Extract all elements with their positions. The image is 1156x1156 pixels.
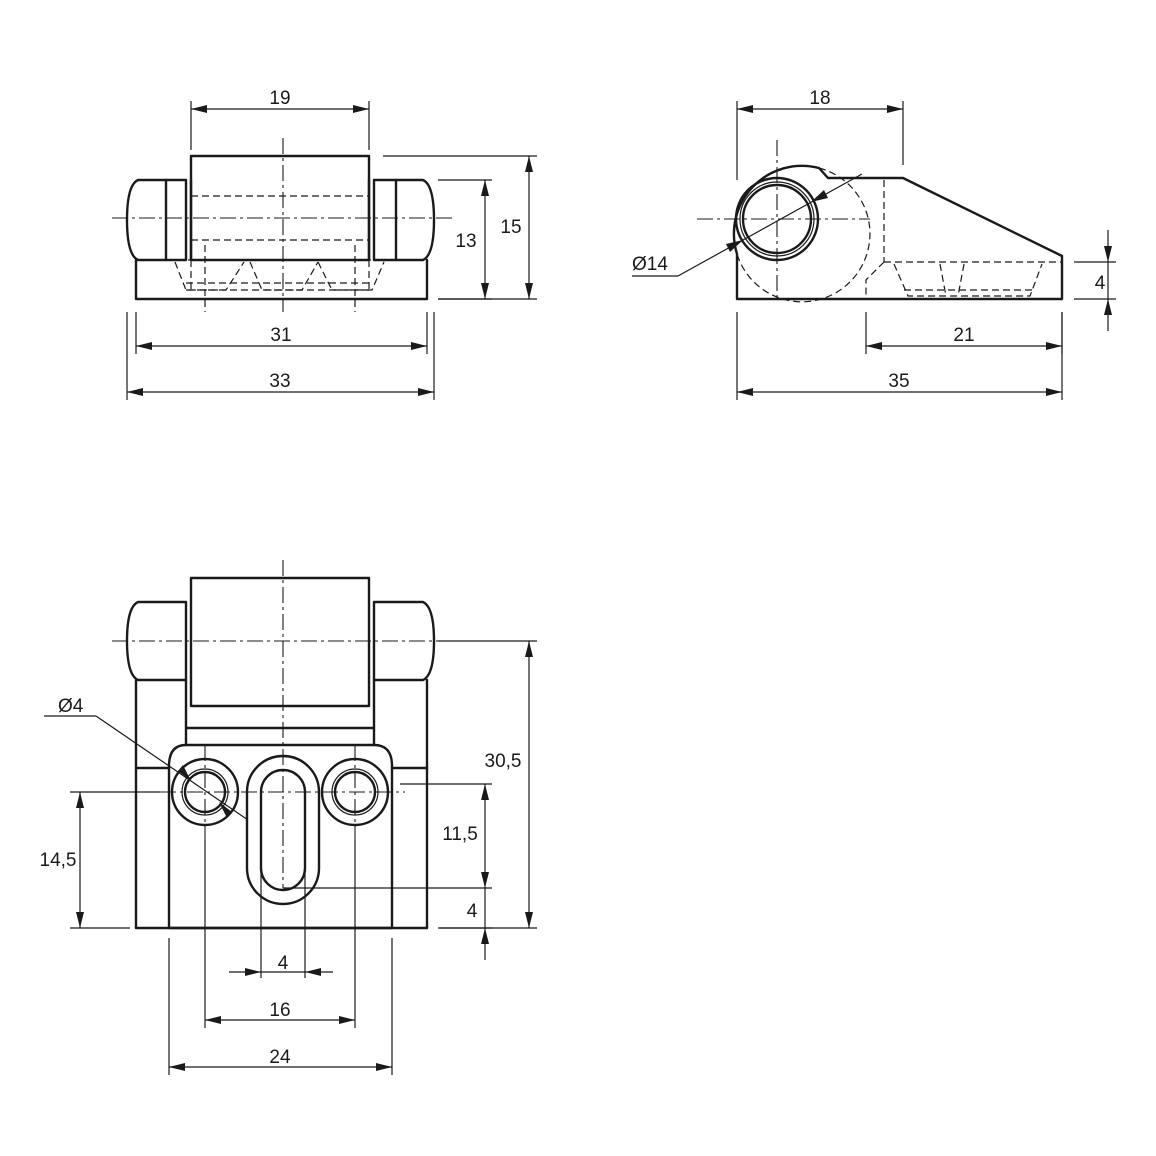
dim-label-19: 19 [269,88,290,109]
front-view: 19 13 15 31 [112,88,537,400]
top-dim-16: 16 [204,840,356,1028]
side-dim-4: 4 [1074,230,1116,331]
top-outline [125,576,436,930]
front-dim-19: 19 [190,88,370,150]
top-dim-14-5: 14,5 [40,791,160,929]
front-hidden-lines [166,195,396,312]
dim-label-13: 13 [455,231,476,252]
top-view: Ø4 30,5 14,5 11,5 [40,560,537,1075]
top-dim-30-5: 30,5 [438,640,537,929]
dim-label-16: 16 [269,1000,290,1021]
side-dim-21: 21 [865,312,1063,354]
top-dim-24: 24 [168,938,393,1075]
dim-label-24: 24 [269,1047,291,1068]
dim-label-35: 35 [888,371,909,392]
dim-label-diameter-14: Ø14 [632,254,668,275]
dim-label-18: 18 [809,88,830,109]
dim-label-slot-end-4: 4 [467,901,478,922]
front-outline [125,154,436,301]
dim-label-31: 31 [270,325,291,346]
dim-label-slot-width-4: 4 [278,953,289,974]
dim-label-diameter-4: Ø4 [58,696,84,717]
side-view: 18 Ø14 4 21 [632,88,1116,400]
side-dim-diameter-14: Ø14 [632,173,863,277]
side-hidden-lines [736,167,1062,303]
side-outline [732,164,1064,301]
front-dim-31: 31 [135,312,428,354]
top-dim-diameter-4: Ø4 [44,696,249,821]
front-dim-15: 15 [383,155,537,300]
top-dim-4-horizontal: 4 [229,868,333,978]
top-dim-4-vertical: 4 [440,888,492,960]
front-dim-13: 13 [438,179,492,300]
dim-label-14-5: 14,5 [40,850,77,871]
side-dim-35: 35 [736,312,1063,400]
front-dim-33: 33 [126,312,435,400]
dim-label-21: 21 [953,325,974,346]
dim-label-33: 33 [269,371,290,392]
dim-label-height-4: 4 [1095,273,1106,294]
dim-label-15: 15 [500,217,521,238]
side-dim-18: 18 [736,88,904,180]
dim-label-30-5: 30,5 [485,751,522,772]
dim-label-11-5: 11,5 [442,824,478,845]
top-dim-11-5: 11,5 [283,783,492,889]
